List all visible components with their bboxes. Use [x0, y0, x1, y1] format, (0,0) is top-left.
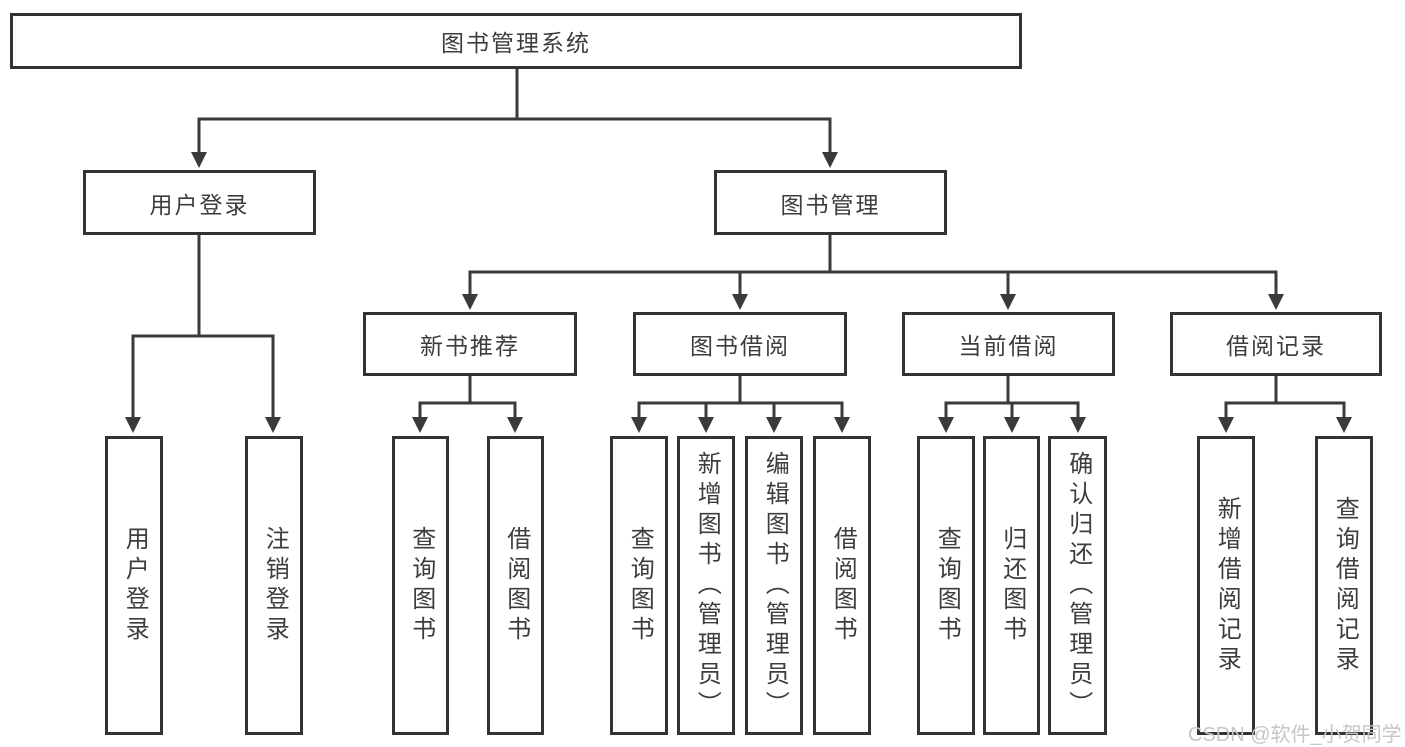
node-label: 归还图书 — [998, 525, 1026, 646]
node-label: 查询图书 — [626, 525, 654, 646]
node-label: 新增借阅记录 — [1213, 495, 1241, 676]
node-label: 图书管理系统 — [441, 30, 591, 56]
leaf-query-books-recommend: 查询图书 — [392, 436, 449, 735]
node-label: 编辑图书（管理员） — [761, 450, 789, 721]
csdn-watermark: CSDN @软件_小贺同学 — [1188, 724, 1402, 746]
leaf-user-login: 用户登录 — [105, 436, 163, 735]
leaf-confirm-return-admin: 确认归还（管理员） — [1048, 436, 1107, 735]
node-label: 借阅图书 — [502, 525, 530, 646]
node-book-management-branch: 图书管理 — [714, 170, 947, 235]
leaf-query-books-current: 查询图书 — [917, 436, 975, 735]
leaf-query-borrow-record: 查询借阅记录 — [1315, 436, 1373, 735]
node-label: 注销登录 — [261, 525, 289, 646]
node-label: 查询借阅记录 — [1331, 495, 1359, 676]
node-label: 借阅图书 — [829, 525, 857, 646]
leaf-query-books-borrow: 查询图书 — [610, 436, 668, 735]
node-label: 查询图书 — [407, 525, 435, 646]
node-borrow-records: 借阅记录 — [1170, 312, 1382, 376]
node-root-system: 图书管理系统 — [10, 13, 1022, 69]
node-label: 图书管理 — [780, 191, 881, 218]
node-label: 图书借阅 — [690, 333, 790, 359]
node-user-login-branch: 用户登录 — [83, 170, 316, 235]
node-label: 借阅记录 — [1226, 333, 1326, 359]
node-book-borrow: 图书借阅 — [633, 312, 847, 376]
leaf-borrow-books-recommend: 借阅图书 — [487, 436, 544, 735]
leaf-edit-books-admin: 编辑图书（管理员） — [745, 436, 803, 735]
node-label: 当前借阅 — [958, 333, 1059, 359]
node-label: 查询图书 — [933, 525, 961, 646]
leaf-logout: 注销登录 — [245, 436, 303, 735]
node-label: 新增图书（管理员） — [693, 450, 721, 721]
leaf-borrow-books: 借阅图书 — [813, 436, 871, 735]
node-new-book-recommend: 新书推荐 — [363, 312, 577, 376]
node-label: 用户登录 — [149, 191, 250, 218]
node-label: 确认归还（管理员） — [1064, 450, 1092, 721]
leaf-return-books: 归还图书 — [983, 436, 1040, 735]
node-label: 用户登录 — [121, 525, 149, 646]
leaf-add-borrow-record: 新增借阅记录 — [1197, 436, 1255, 735]
leaf-add-books-admin: 新增图书（管理员） — [677, 436, 735, 735]
node-current-borrow: 当前借阅 — [902, 312, 1115, 376]
node-label: 新书推荐 — [420, 333, 520, 359]
